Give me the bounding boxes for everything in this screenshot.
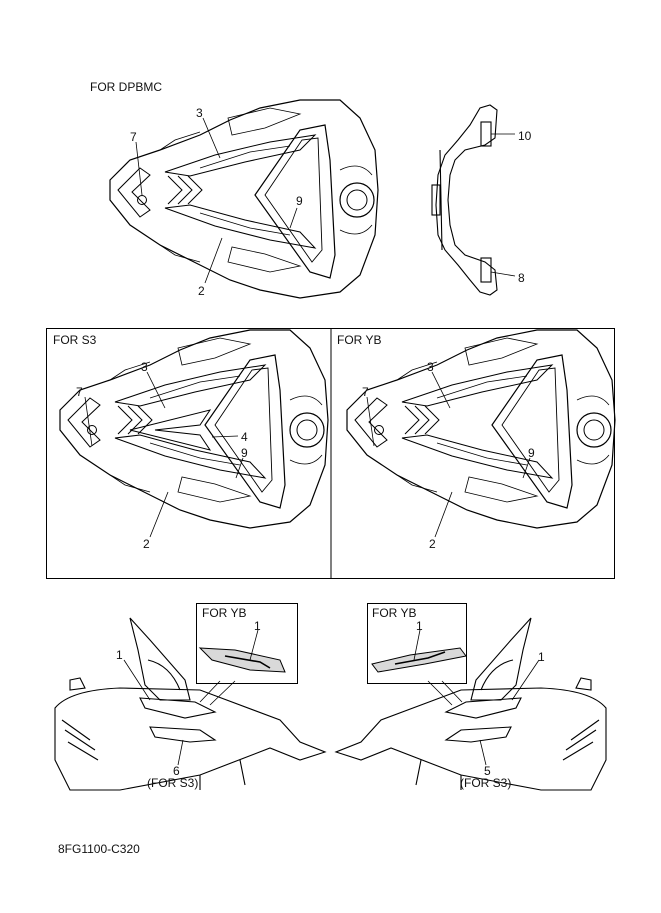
inset-frame-left	[196, 603, 298, 684]
callout-top-3: 3	[196, 106, 203, 120]
callout-bl-6: 6	[173, 764, 180, 778]
callout-yb-9: 9	[528, 446, 535, 460]
callout-s3-7: 7	[76, 385, 83, 399]
callout-bl-1: 1	[116, 648, 123, 662]
title-inset-right: FOR YB	[372, 606, 417, 620]
title-inset-left: FOR YB	[202, 606, 247, 620]
callout-s3-2: 2	[143, 537, 150, 551]
watercraft-left-side	[54, 617, 327, 791]
callout-yb-7: 7	[362, 385, 369, 399]
callout-br-1: 1	[538, 650, 545, 664]
callout-top-2: 2	[198, 284, 205, 298]
title-right-panel: FOR YB	[337, 333, 382, 347]
title-top: FOR DPBMC	[90, 80, 162, 94]
callout-br-5-note: (FOR S3)	[460, 776, 512, 790]
callout-bl-inset-1: 1	[254, 619, 261, 633]
callout-bl-6-note: (FOR S3)	[147, 776, 199, 790]
inset-left-decal	[198, 647, 286, 673]
callout-s3-3: 3	[141, 360, 148, 374]
callout-s3-9: 9	[241, 446, 248, 460]
callout-yb-3: 3	[427, 360, 434, 374]
title-left-panel: FOR S3	[53, 333, 97, 347]
watercraft-right-side	[334, 617, 607, 791]
callout-top-8: 8	[518, 271, 525, 285]
hood-side-view	[431, 104, 498, 296]
callout-top-9: 9	[296, 194, 303, 208]
callout-top-10: 10	[518, 129, 532, 143]
callout-top-7: 7	[130, 130, 137, 144]
part-code: 8FG1100-C320	[58, 842, 140, 856]
callout-br-5: 5	[484, 764, 491, 778]
panel-frame	[46, 328, 615, 579]
callout-yb-2: 2	[429, 537, 436, 551]
inset-frame-right	[367, 603, 467, 684]
callout-s3-4: 4	[241, 430, 248, 444]
callout-br-inset-1: 1	[416, 619, 423, 633]
hood-top-view-dpbmc	[109, 99, 379, 299]
